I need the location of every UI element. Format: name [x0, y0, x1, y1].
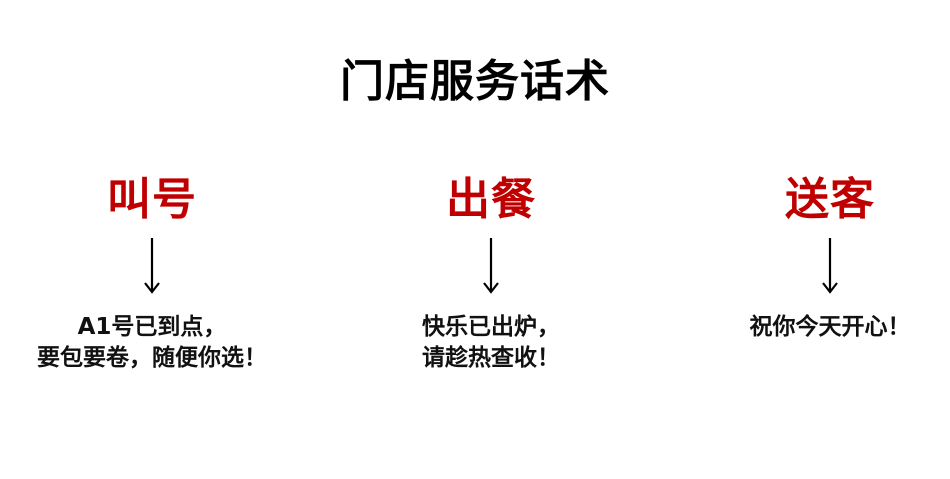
step-script: 快乐已出炉， 请趁热查收！ — [331, 312, 651, 374]
step-heading: 叫号 — [107, 174, 197, 225]
arrow-down-icon — [822, 238, 838, 294]
step-heading: 出餐 — [446, 174, 536, 225]
script-line: 祝你今天开心！ — [749, 314, 911, 340]
script-line: 快乐已出炉， — [422, 314, 560, 340]
step-see-off: 送客 祝你今天开心！ — [670, 168, 950, 343]
script-line: 要包要卷，随便你选！ — [37, 345, 267, 371]
step-script: A1号已到点， 要包要卷，随便你选！ — [0, 312, 312, 374]
arrow-down-icon — [144, 238, 160, 294]
step-serve-meal: 出餐 快乐已出炉， 请趁热查收！ — [331, 168, 651, 374]
step-call-number: 叫号 A1号已到点， 要包要卷，随便你选！ — [0, 168, 312, 374]
page-title: 门店服务话术 — [340, 56, 610, 107]
arrow-down-icon — [483, 238, 499, 294]
step-heading: 送客 — [785, 174, 875, 225]
step-script: 祝你今天开心！ — [670, 312, 950, 343]
script-line: A1号已到点， — [77, 314, 227, 340]
script-line: 请趁热查收！ — [422, 345, 560, 371]
